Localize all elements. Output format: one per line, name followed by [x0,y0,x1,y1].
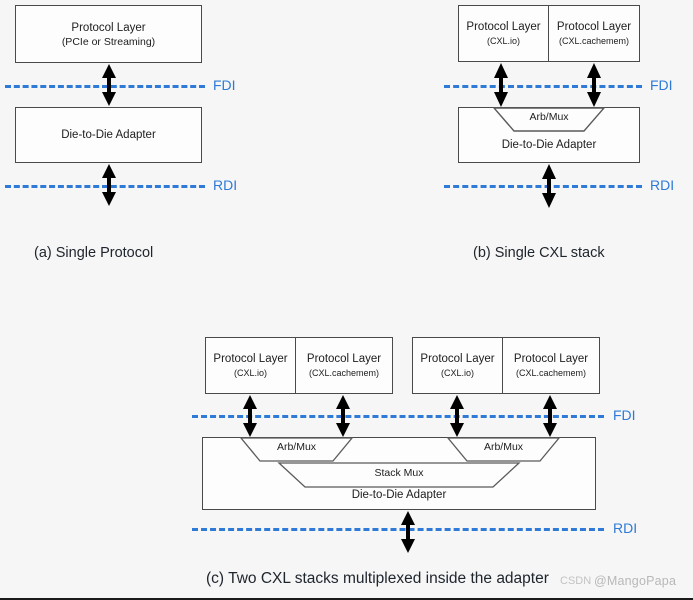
panel-c-stack-0-protocol-layer-title-1: Protocol Layer [306,353,382,365]
panel-c-stack-0-protocol-layer-subtitle-0: (CXL.io) [233,368,267,378]
panel-c-caption: (c) Two CXL stacks multiplexed inside th… [206,570,549,587]
panel-c-fdi-arrow-1 [334,395,352,437]
panel-b-protocol-layer-box-cxlcachemem: Protocol Layer (CXL.cachemem) [549,5,640,62]
panel-c-fdi-arrow-3 [541,395,559,437]
panel-c-stack-1-arb-mux-label: Arb/Mux [483,441,524,453]
panel-b-caption: (b) Single CXL stack [473,245,605,261]
panel-b-fdi-arrow-right [584,63,604,107]
panel-a-protocol-layer-title: Protocol Layer [71,21,146,34]
panel-c-stack-1-protocol-layer-title-0: Protocol Layer [420,353,495,365]
panel-a-caption: (a) Single Protocol [34,245,154,261]
panel-c-rdi-arrow [399,511,417,553]
panel-a-protocol-layer-subtitle: (PCIe or Streaming) [61,35,156,48]
panel-c-stack-0-protocol-layer-box-cxlcachemem: Protocol Layer (CXL.cachemem) [296,337,393,394]
panel-b-fdi-label: FDI [650,77,673,93]
watermark-handle: @MangoPapa [594,574,677,588]
panel-b-rdi-label: RDI [650,177,675,193]
panel-c-adapter-title: Die-to-Die Adapter [351,489,447,501]
panel-a-protocol-layer-box: Protocol Layer (PCIe or Streaming) [15,5,202,63]
panel-c-stack-1-protocol-layer-box-cxlcachemem: Protocol Layer (CXL.cachemem) [503,337,600,394]
panel-c-fdi-line [192,415,604,418]
panel-a-die-to-die-adapter-box: Die-to-Die Adapter [15,107,202,163]
panel-b-fdi-arrow-left [491,63,511,107]
panel-c-stack-1-protocol-layer-subtitle-1: (CXL.cachemem) [515,368,587,378]
panel-a-rdi-arrow [99,164,119,206]
panel-a-fdi-label: FDI [213,77,236,93]
panel-c-fdi-label: FDI [613,407,636,423]
panel-c-stack-0-arb-mux-label: Arb/Mux [276,441,317,453]
panel-a-rdi-line [5,185,205,188]
panel-b-protocol-layer-subtitle-1: (CXL.cachemem) [558,36,630,46]
watermark-mark: CSDN [560,575,592,587]
panel-b-arb-mux-label: Arb/Mux [529,111,569,123]
panel-a-adapter-title: Die-to-Die Adapter [61,129,156,141]
panel-b-adapter-title: Die-to-Die Adapter [501,139,597,151]
panel-c-stack-1-arb-mux: Arb/Mux [446,437,561,462]
panel-c-fdi-arrow-0 [241,395,259,437]
panel-a-fdi-arrow [99,64,119,106]
panel-c-rdi-label: RDI [613,520,638,536]
panel-a-fdi-line [5,85,205,88]
panel-c-stack-1-protocol-layer-title-1: Protocol Layer [513,353,589,365]
panel-c-stack-0-protocol-layer-title-0: Protocol Layer [213,353,288,365]
panel-c-stack-0-arb-mux: Arb/Mux [239,437,354,462]
panel-b-protocol-layer-subtitle-0: (CXL.io) [486,36,520,46]
panel-c-fdi-arrow-2 [448,395,466,437]
panel-c-stack-0-protocol-layer-subtitle-1: (CXL.cachemem) [308,368,380,378]
panel-c-stack-mux-label: Stack Mux [374,467,424,479]
panel-b-rdi-line [444,185,642,188]
panel-c-rdi-line [192,528,604,531]
panel-c-stack-mux: Stack Mux [277,462,521,488]
panel-b-protocol-layer-title-1: Protocol Layer [556,21,632,33]
panel-a-rdi-label: RDI [213,177,238,193]
panel-b-rdi-arrow [539,164,559,208]
panel-c-stack-1-protocol-layer-subtitle-0: (CXL.io) [440,368,474,378]
panel-b-arb-mux: Arb/Mux [492,107,606,132]
panel-c-stack-0-protocol-layer-box-cxlio: Protocol Layer (CXL.io) [205,337,296,394]
panel-c-stack-1-protocol-layer-box-cxlio: Protocol Layer (CXL.io) [412,337,503,394]
panel-b-fdi-line [444,85,642,88]
panel-b-protocol-layer-box-cxlio: Protocol Layer (CXL.io) [458,5,549,62]
panel-b-protocol-layer-title-0: Protocol Layer [466,21,541,33]
